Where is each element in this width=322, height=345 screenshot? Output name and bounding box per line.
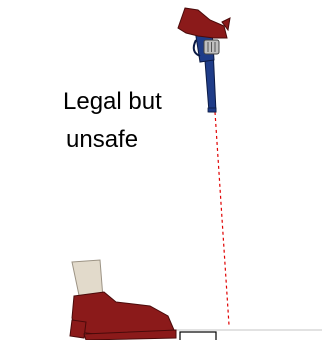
gun-front-sight bbox=[208, 108, 216, 112]
foot-heel bbox=[70, 320, 86, 338]
foot-icon bbox=[70, 260, 176, 340]
dotted-bullet-path bbox=[215, 112, 229, 325]
revolver-icon bbox=[178, 8, 230, 112]
small-box bbox=[180, 332, 216, 340]
caption-line-2: unsafe bbox=[66, 126, 138, 154]
gun-grip bbox=[178, 8, 227, 38]
foot-boot bbox=[72, 292, 174, 336]
caption-line-1: Legal but bbox=[63, 88, 162, 116]
